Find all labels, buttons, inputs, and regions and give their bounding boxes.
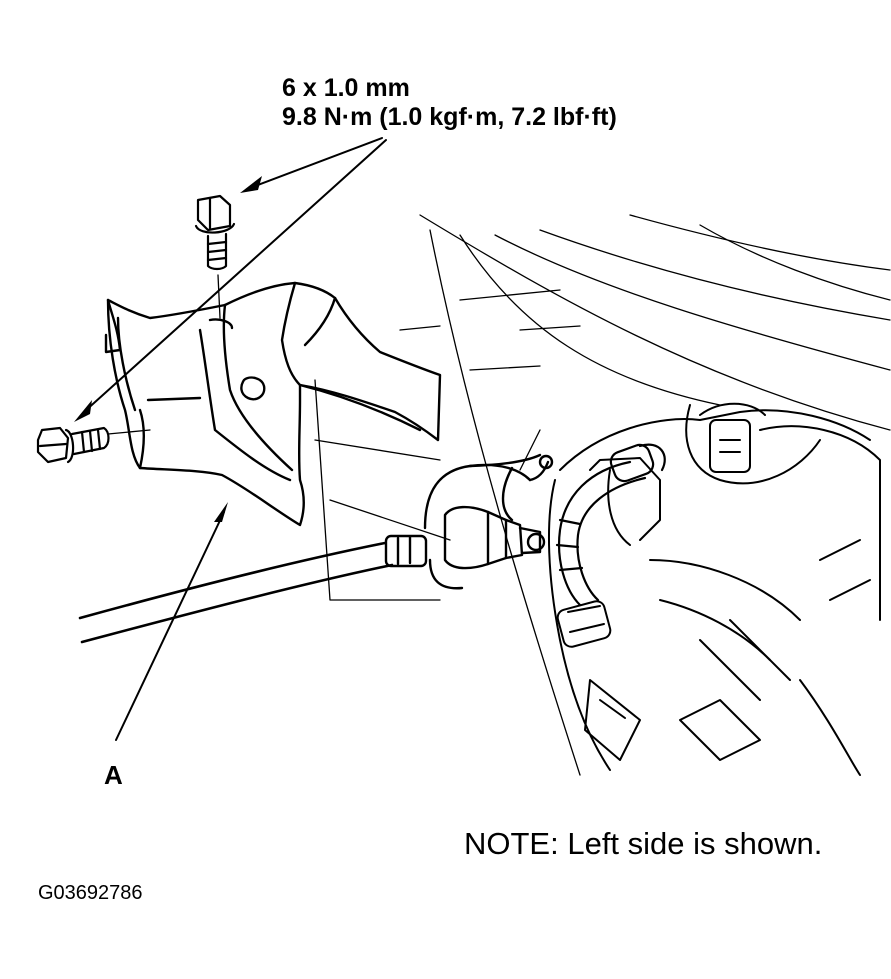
wheel-well-background (399, 214, 891, 776)
spec-leader-arrows (83, 137, 387, 741)
torque-value-text: 9.8 N·m (1.0 kgf·m, 7.2 lbf·ft) (282, 103, 617, 131)
bolt-upper (194, 194, 236, 271)
torque-spec-label: 6 x 1.0 mm 9.8 N·m (1.0 kgf·m, 7.2 lbf·f… (282, 74, 617, 132)
alignment-lines (107, 274, 541, 601)
callout-label-A: A (104, 760, 123, 790)
cable-bracket-A (104, 281, 442, 527)
figure-code: G03692786 (38, 882, 143, 904)
bolt-left (36, 426, 110, 464)
brake-caliper (548, 402, 881, 776)
brake-hose (555, 443, 666, 607)
arrowheads (74, 176, 262, 522)
note-text: NOTE: Left side is shown. (464, 826, 823, 861)
bolt-size-text: 6 x 1.0 mm (282, 74, 410, 102)
parking-brake-cable (78, 541, 394, 644)
cable-end-fitting (384, 453, 554, 590)
